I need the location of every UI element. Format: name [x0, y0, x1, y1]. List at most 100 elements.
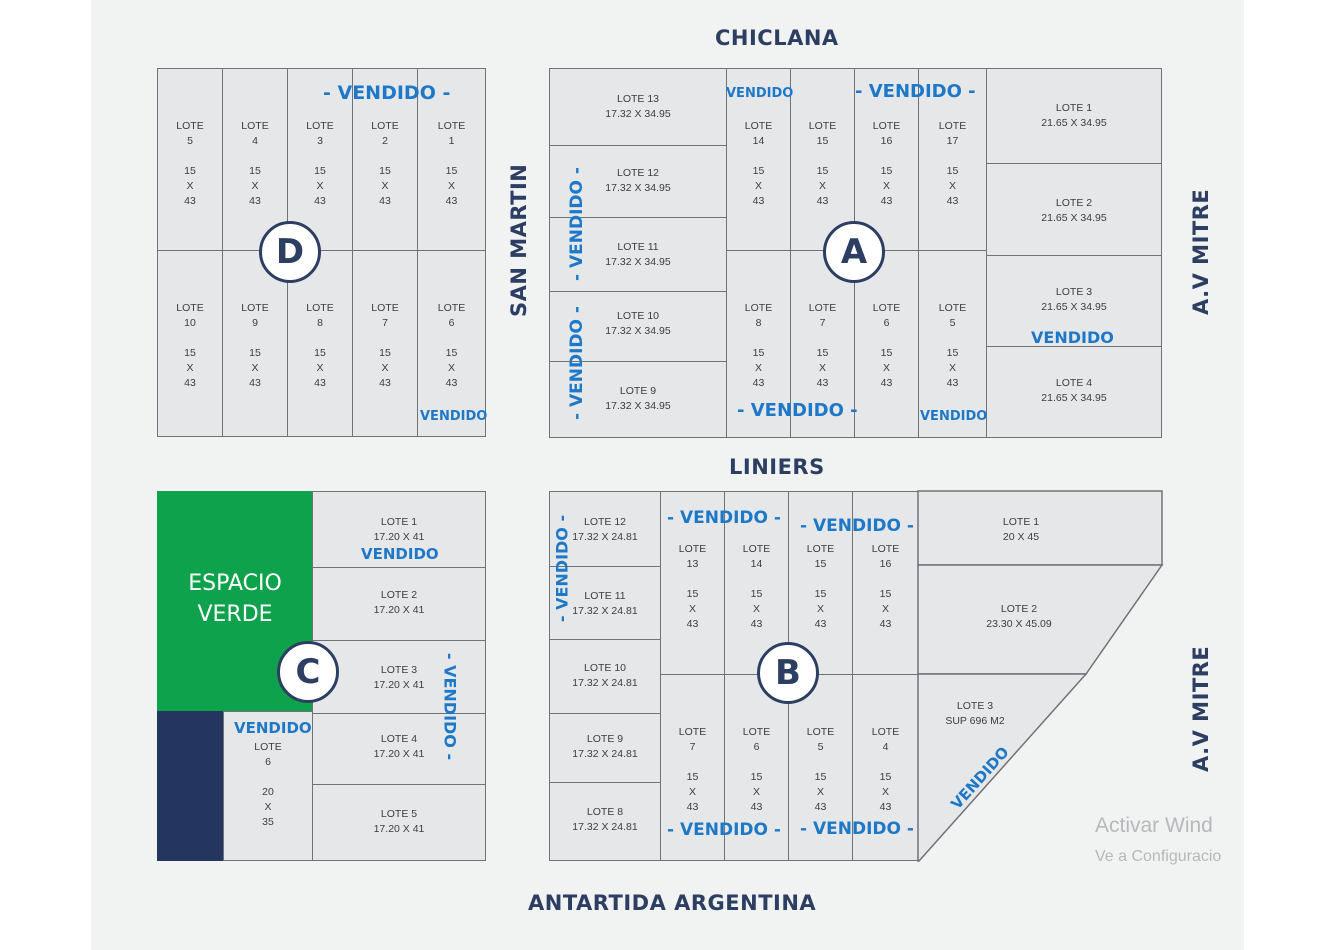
- block-b-right-lots: [917, 490, 1164, 862]
- sold-a-lot-5: VENDIDO: [920, 409, 988, 424]
- lot-label: LOTE 16 15 X 43: [871, 543, 900, 630]
- sold-b-lot-11-12: - VENDIDO -: [552, 514, 572, 623]
- lot-label: LOTE 3 21.65 X 34.95: [1041, 286, 1107, 313]
- sold-c-lot-3-4: - VENDIDO -: [440, 652, 460, 761]
- block-c-lot-1[interactable]: LOTE 1 17.20 X 41: [312, 491, 486, 568]
- lot-label: LOTE 15 15 X 43: [806, 543, 835, 630]
- street-liniers: LINIERS: [729, 455, 825, 479]
- sold-b-lot-4-5: - VENDIDO -: [800, 819, 914, 839]
- block-b-lot-5[interactable]: LOTE 5 15 X 43: [788, 674, 853, 861]
- street-chiclana: CHICLANA: [715, 26, 839, 50]
- lot-label: LOTE 9 17.32 X 34.95: [605, 385, 671, 412]
- block-d-lot-9[interactable]: LOTE 9 15 X 43: [222, 250, 288, 437]
- lot-label: LOTE 4 15 X 43: [241, 120, 269, 207]
- sold-a-lot-11-12: - VENDIDO -: [567, 167, 587, 281]
- sold-a-lot-3: VENDIDO: [1031, 328, 1114, 347]
- windows-activation-watermark-sub: Ve a Configuracio: [1095, 848, 1222, 865]
- lot-label: LOTE 5 15 X 43: [176, 120, 204, 207]
- windows-activation-watermark: Activar Wind: [1095, 814, 1213, 837]
- block-d-lot-4[interactable]: LOTE 4 15 X 43: [222, 68, 288, 251]
- lot-label: LOTE 15 15 X 43: [808, 120, 837, 207]
- block-d-lot-3[interactable]: LOTE 3 15 X 43: [287, 68, 353, 251]
- block-c-lot-5[interactable]: LOTE 5 17.20 X 41: [312, 784, 486, 861]
- block-a-lot-8[interactable]: LOTE 8 15 X 43: [726, 250, 791, 438]
- block-c-lot-6[interactable]: LOTE 6 20 X 35: [223, 711, 313, 861]
- lot-label: LOTE 11 17.32 X 34.95: [605, 241, 671, 268]
- block-a-lot-11[interactable]: LOTE 11 17.32 X 34.95: [549, 217, 727, 292]
- sold-b-lot-13-14: - VENDIDO -: [667, 508, 781, 528]
- navy-strip: [157, 711, 224, 861]
- block-a-lot-2[interactable]: LOTE 2 21.65 X 34.95: [986, 163, 1162, 256]
- sold-a-lot-14: VENDIDO: [726, 86, 794, 101]
- lot-label: LOTE 13 15 X 43: [678, 543, 707, 630]
- block-d-lot-2[interactable]: LOTE 2 15 X 43: [352, 68, 418, 251]
- block-b-lot-1-label: LOTE 1 20 X 45: [1002, 516, 1040, 543]
- sold-b-lot-15-16: - VENDIDO -: [800, 516, 914, 536]
- lot-label: LOTE 1 21.65 X 34.95: [1041, 102, 1107, 129]
- block-b-lot-10[interactable]: LOTE 10 17.32 X 24.81: [549, 639, 661, 714]
- block-a-lot-1[interactable]: LOTE 1 21.65 X 34.95: [986, 68, 1162, 164]
- block-a-lot-13[interactable]: LOTE 13 17.32 X 34.95: [549, 68, 727, 146]
- block-a-lot-6[interactable]: LOTE 6 15 X 43: [854, 250, 919, 438]
- block-b-lot-6[interactable]: LOTE 6 15 X 43: [724, 674, 789, 861]
- sold-b-lot-6-7: - VENDIDO -: [667, 820, 781, 840]
- sold-a-lot-7: - VENDIDO -: [737, 400, 858, 421]
- block-a-lot-16[interactable]: LOTE 16 15 X 43: [854, 68, 919, 251]
- block-b-lot-4[interactable]: LOTE 4 15 X 43: [852, 674, 919, 861]
- lot-label: LOTE 13 17.32 X 34.95: [605, 93, 671, 120]
- block-a-lot-15[interactable]: LOTE 15 15 X 43: [790, 68, 855, 251]
- lot-label: LOTE 4 21.65 X 34.95: [1041, 377, 1107, 404]
- site-plan: CHICLANA LINIERS ANTARTIDA ARGENTINA SAN…: [91, 0, 1244, 950]
- block-b-lot-11[interactable]: LOTE 11 17.32 X 24.81: [549, 566, 661, 640]
- lot-label: LOTE 6 15 X 43: [742, 726, 771, 813]
- block-d-lot-6[interactable]: LOTE 6 15 X 43: [417, 250, 486, 437]
- sold-d-lot-3: - VENDIDO -: [323, 82, 451, 104]
- lot-label: LOTE 5 15 X 43: [806, 726, 835, 813]
- block-b-lot-7[interactable]: LOTE 7 15 X 43: [660, 674, 725, 861]
- sold-c-lot-1: VENDIDO: [361, 545, 439, 563]
- block-a-lot-4[interactable]: LOTE 4 21.65 X 34.95: [986, 346, 1162, 438]
- block-d-lot-10[interactable]: LOTE 10 15 X 43: [157, 250, 223, 437]
- lot-label: LOTE 6 20 X 35: [254, 741, 282, 828]
- lot-label: LOTE 12 17.32 X 24.81: [572, 516, 638, 543]
- lot-label: LOTE 2 21.65 X 34.95: [1041, 197, 1107, 224]
- block-c-lot-3[interactable]: LOTE 3 17.20 X 41: [312, 640, 486, 714]
- lot-label: LOTE 17 15 X 43: [938, 120, 967, 207]
- block-c-lot-4[interactable]: LOTE 4 17.20 X 41: [312, 713, 486, 785]
- block-a-lot-3[interactable]: LOTE 3 21.65 X 34.95: [986, 255, 1162, 347]
- block-b-lot-2-label: LOTE 2 23.30 X 45.09: [986, 603, 1052, 630]
- lot-label: LOTE 2 15 X 43: [371, 120, 399, 207]
- lot-label: LOTE 5 15 X 43: [938, 302, 967, 389]
- lot-label: LOTE 7 15 X 43: [678, 726, 707, 813]
- lot-label: LOTE 3 17.20 X 41: [373, 664, 425, 691]
- block-b-lot-9[interactable]: LOTE 9 17.32 X 24.81: [549, 713, 661, 783]
- block-c-marker: C: [277, 641, 339, 703]
- lot-label: LOTE 10 17.32 X 24.81: [572, 662, 638, 689]
- lot-label: LOTE 10 17.32 X 34.95: [605, 310, 671, 337]
- block-a-marker: A: [823, 221, 885, 283]
- sold-a-lot-9-10: - VENDIDO -: [567, 306, 587, 420]
- block-d-marker: D: [259, 221, 321, 283]
- lot-label: LOTE 12 17.32 X 34.95: [605, 167, 671, 194]
- block-a-lot-9[interactable]: LOTE 9 17.32 X 34.95: [549, 361, 727, 438]
- lot-label: LOTE 8 15 X 43: [744, 302, 773, 389]
- lot-label: LOTE 7 15 X 43: [371, 302, 399, 389]
- lot-label: LOTE 6 15 X 43: [872, 302, 901, 389]
- block-b-lot-16[interactable]: LOTE 16 15 X 43: [852, 491, 919, 675]
- lot-label: LOTE 5 17.20 X 41: [373, 808, 425, 835]
- lot-label: LOTE 6 15 X 43: [437, 302, 466, 389]
- block-b-lot-3-shape[interactable]: [917, 673, 1088, 862]
- block-b-lot-8[interactable]: LOTE 8 17.32 X 24.81: [549, 782, 661, 861]
- lot-label: LOTE 1 15 X 43: [437, 120, 466, 207]
- block-b-lot-12[interactable]: LOTE 12 17.32 X 24.81: [549, 491, 661, 567]
- sold-a-lot-16: - VENDIDO -: [855, 81, 976, 102]
- lot-label: LOTE 16 15 X 43: [872, 120, 901, 207]
- lot-label: LOTE 9 15 X 43: [241, 302, 269, 389]
- lot-label: LOTE 7 15 X 43: [808, 302, 837, 389]
- espacio-verde-label: ESPACIO VERDE: [188, 571, 282, 627]
- lot-label: LOTE 11 17.32 X 24.81: [572, 590, 638, 617]
- block-d-lot-1[interactable]: LOTE 1 15 X 43: [417, 68, 486, 251]
- lot-label: LOTE 3 15 X 43: [306, 120, 334, 207]
- block-a-lot-5[interactable]: LOTE 5 15 X 43: [918, 250, 987, 438]
- lot-label: LOTE 4 15 X 43: [871, 726, 900, 813]
